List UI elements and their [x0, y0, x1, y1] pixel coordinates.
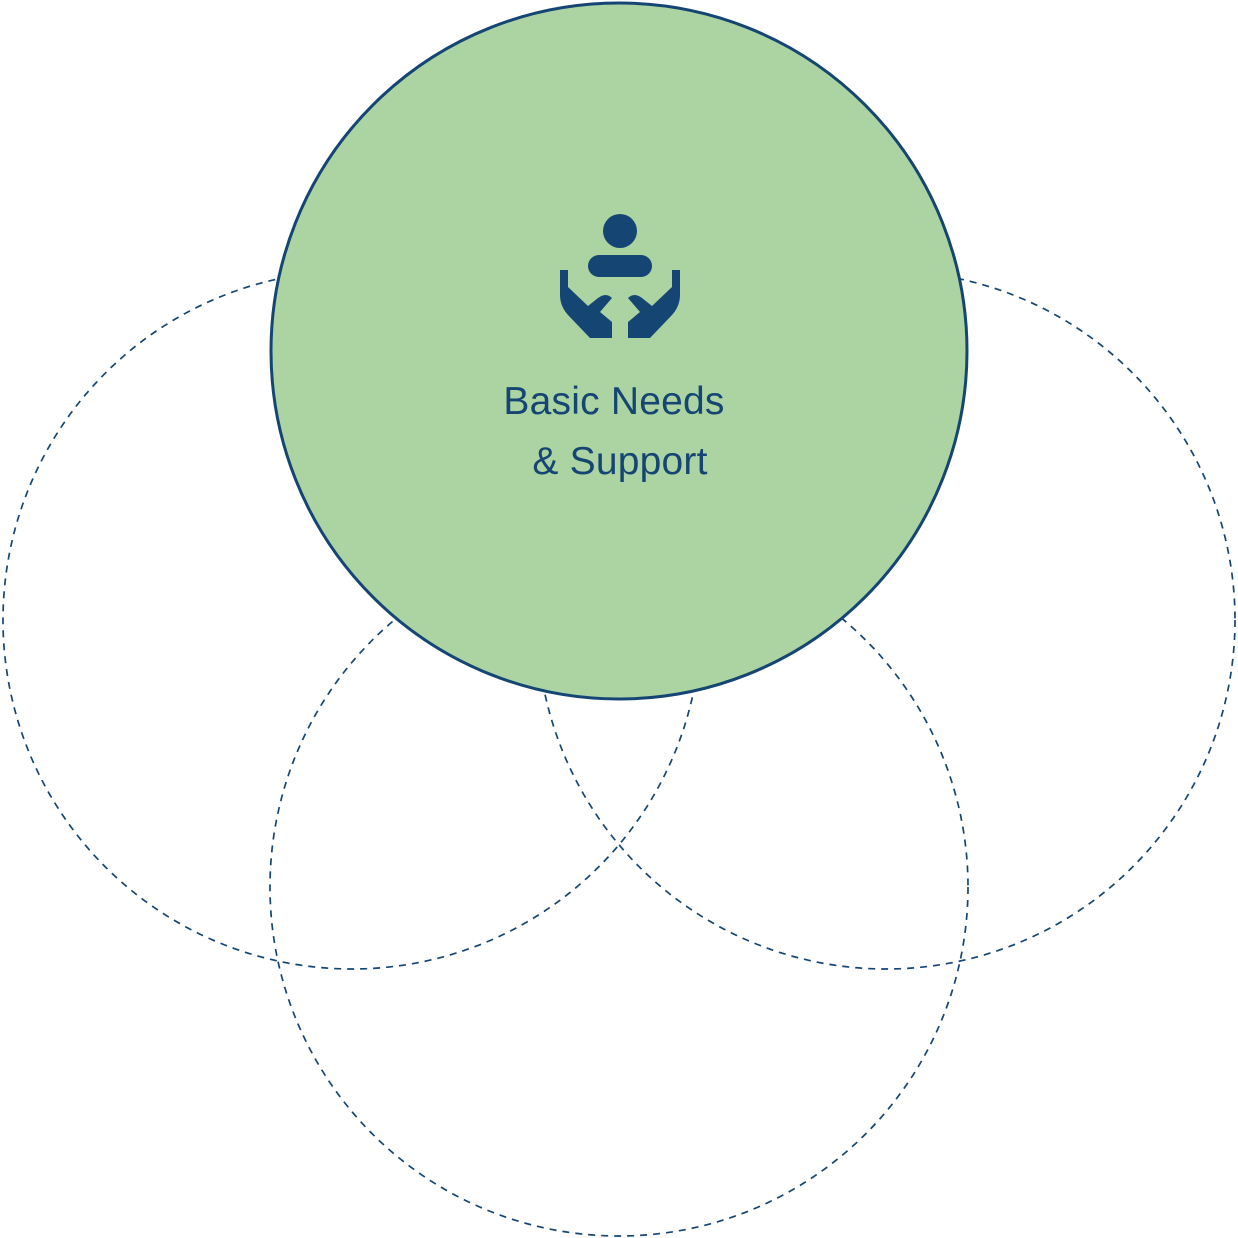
highlight-label-line1: Basic Needs: [503, 380, 724, 423]
hands-holding-person-icon: [560, 214, 680, 338]
highlight-label-line2: & Support: [532, 440, 707, 483]
basic-needs-circle[interactable]: [269, 1, 969, 701]
